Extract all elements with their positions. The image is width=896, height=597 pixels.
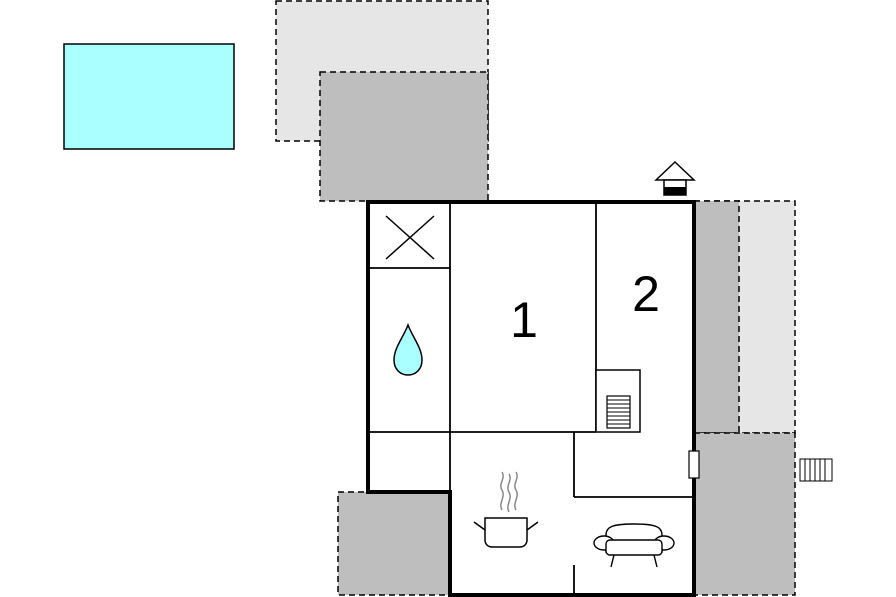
- terrace-bottom-right: [693, 432, 796, 596]
- room-number-1: 1: [510, 292, 538, 348]
- exterior-walls: [366, 200, 696, 597]
- cooking-pot-icon: [473, 471, 539, 548]
- pool: [63, 43, 235, 150]
- terrace-right-dark: [693, 200, 740, 434]
- sofa-icon: [593, 523, 675, 568]
- entrance-icon: [654, 160, 696, 196]
- room-number-2: 2: [632, 266, 660, 322]
- toilet-icon: [385, 215, 435, 260]
- shower-icon: [393, 322, 423, 376]
- door: [688, 450, 700, 479]
- terrace-top-dark: [319, 71, 489, 202]
- stairs-icon: [595, 369, 641, 433]
- fence-icon: [799, 458, 833, 482]
- terrace-bottom-left: [337, 491, 451, 596]
- terraces: [275, 0, 796, 596]
